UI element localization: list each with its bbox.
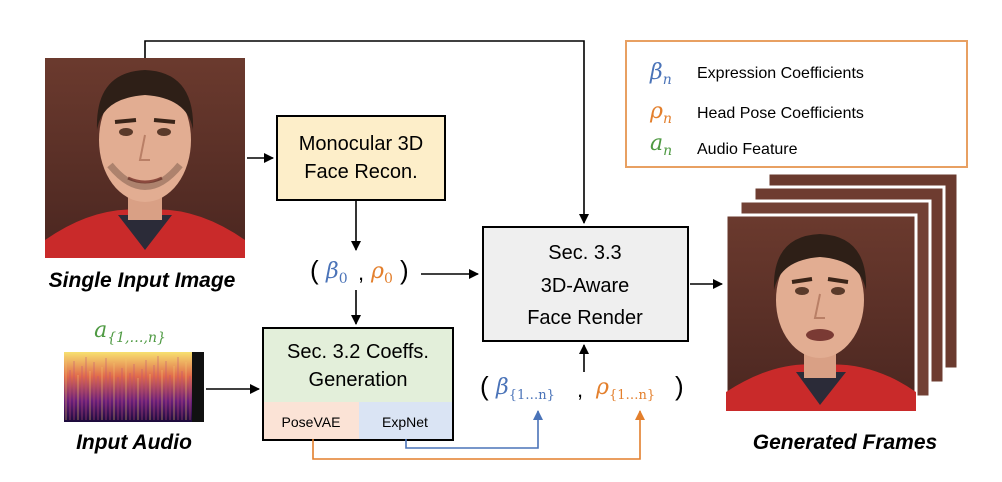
coeff-box-line2: Generation [309, 369, 408, 391]
legend-item-beta: βn Expression Coefficients [649, 60, 864, 88]
audio-spectrogram [64, 352, 204, 422]
svg-text:Expression Coefficients: Expression Coefficients [697, 65, 864, 82]
arrow-expnet-to-beta [405, 410, 543, 449]
svg-text:(: ( [310, 255, 319, 285]
svg-text:ρn: ρn [649, 99, 672, 127]
coeff-box-line1: Sec. 3.2 Coeffs. [287, 341, 429, 363]
input-face-image [45, 58, 245, 258]
svg-text:an: an [650, 131, 672, 159]
svg-text:): ) [400, 255, 409, 285]
expnet-module [359, 402, 452, 439]
input-audio-caption: Input Audio [76, 431, 192, 454]
svg-text:ρ{1…n}: ρ{1…n} [595, 375, 655, 403]
face-render-line3: Face Render [527, 307, 643, 329]
generated-frames-caption: Generated Frames [753, 431, 937, 454]
svg-text:Head Pose Coefficients: Head Pose Coefficients [697, 105, 864, 122]
svg-text:βn: βn [649, 60, 672, 88]
svg-text:,: , [358, 260, 364, 285]
svg-text:β{1…n}: β{1…n} [495, 375, 555, 403]
svg-text:β0: β0 [325, 259, 348, 287]
audio-feature-label: a{1,…,n} [94, 318, 166, 346]
legend-item-audio: an Audio Feature [650, 131, 798, 159]
svg-text:(: ( [480, 371, 489, 401]
generated-frames-stack [724, 171, 960, 413]
arrow-posevae-to-rho [312, 410, 645, 460]
face-recon-line2: Face Recon. [304, 161, 417, 183]
face-recon-line1: Monocular 3D [299, 133, 424, 155]
initial-coefficients: ( β0 , ρ0 ) [310, 255, 409, 287]
face-render-box [482, 226, 689, 342]
face-recon-box [276, 115, 446, 201]
svg-text:,: , [577, 377, 583, 402]
sequence-coefficients: ( β{1…n} , ρ{1…n} ) [480, 371, 684, 403]
svg-text:): ) [675, 371, 684, 401]
face-render-line1: Sec. 3.3 [548, 242, 621, 264]
expnet-label: ExpNet [382, 414, 428, 430]
legend-box [625, 40, 968, 168]
legend-item-rho: ρn Head Pose Coefficients [649, 99, 864, 127]
arrow-image-to-render [144, 40, 589, 224]
posevae-module [264, 402, 359, 439]
arrows [144, 40, 723, 394]
generated-face-image [724, 213, 918, 413]
posevae-label: PoseVAE [282, 414, 341, 430]
face-render-line2: 3D-Aware [541, 275, 630, 297]
svg-text:Audio Feature: Audio Feature [697, 141, 798, 158]
svg-text:ρ0: ρ0 [370, 259, 393, 287]
input-image-caption: Single Input Image [49, 269, 236, 292]
